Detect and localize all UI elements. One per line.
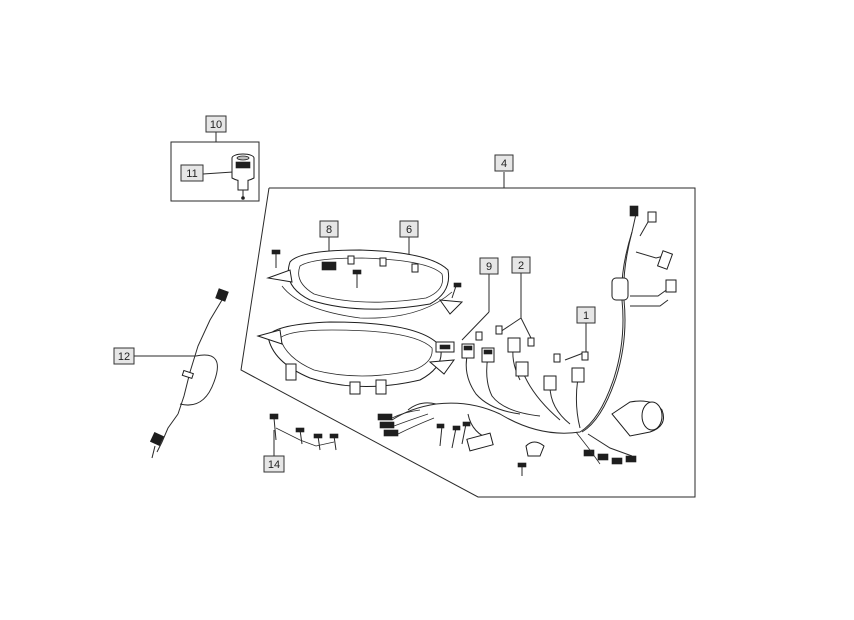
kit-10-frame <box>170 141 260 202</box>
callout-6: 6 <box>399 220 419 238</box>
callout-8-text: 8 <box>326 224 332 236</box>
assembly-4-frame <box>240 187 696 498</box>
callout-14: 14 <box>263 455 285 473</box>
callout-11: 11 <box>180 164 204 182</box>
screws-part <box>269 413 339 451</box>
speedometer-cable-part <box>149 288 229 459</box>
wiring-harness-part <box>377 205 677 476</box>
bulb-holder-part <box>435 341 455 353</box>
callout-4: 4 <box>494 154 514 172</box>
callout-1-text: 1 <box>583 310 589 322</box>
callout-2: 2 <box>511 256 531 274</box>
callout-9: 9 <box>479 257 499 275</box>
instrument-cover-part <box>266 249 464 319</box>
callout-1: 1 <box>576 306 596 324</box>
instrument-base-part <box>256 321 456 395</box>
callout-11-text: 11 <box>186 168 197 180</box>
callout-4-text: 4 <box>501 158 507 170</box>
callout-10: 10 <box>205 115 227 133</box>
callout-6-text: 6 <box>406 224 412 236</box>
leader-lines <box>134 132 696 498</box>
key-switch-part <box>231 153 255 200</box>
callout-14-text: 14 <box>268 459 280 471</box>
callout-2-text: 2 <box>518 260 524 272</box>
callout-9-text: 9 <box>486 261 492 273</box>
callout-10-text: 10 <box>210 119 222 131</box>
callout-12: 12 <box>113 347 135 365</box>
callout-8: 8 <box>319 220 339 238</box>
callout-12-text: 12 <box>118 351 130 363</box>
bulbs-part <box>475 325 589 363</box>
